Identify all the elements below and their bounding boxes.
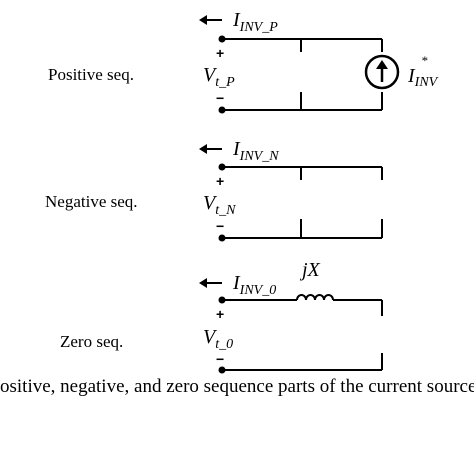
source-current-label: IINV [407, 65, 439, 90]
terminal-dot [218, 35, 226, 43]
plus-sign: + [216, 173, 224, 189]
plus-sign: + [216, 306, 224, 322]
current-source-icon [364, 54, 400, 90]
plus-sign: + [216, 45, 224, 61]
zero-voltage-label: Vt_0 [203, 326, 233, 352]
terminal-dot [218, 366, 226, 374]
current-arrow-icon [199, 278, 222, 288]
minus-sign: − [216, 351, 224, 367]
terminal-dot [218, 296, 226, 304]
zero-current-label: IINV_0 [232, 272, 276, 298]
positive-current-label: IINV_P [232, 9, 278, 35]
minus-sign: − [216, 218, 224, 234]
negative-voltage-label: Vt_N [203, 192, 236, 218]
terminal-dot [218, 106, 226, 114]
current-arrow-icon [199, 144, 222, 154]
minus-sign: − [216, 90, 224, 106]
negative-current-label: IINV_N [232, 138, 279, 164]
positive-voltage-label: Vt_P [203, 64, 235, 90]
reactance-label: jX [299, 259, 321, 281]
current-arrow-icon [199, 15, 222, 25]
negative-seq-label: Negative seq. [45, 192, 138, 211]
terminal-dot [218, 234, 226, 242]
positive-seq-label: Positive seq. [48, 65, 134, 84]
negative-sequence-circuit: Negative seq. IINV_N + Vt_N − [45, 138, 383, 242]
inductor-coil-icon [296, 294, 334, 301]
zero-sequence-circuit: Zero seq. IINV_0 jX + Vt_0 − [60, 259, 383, 374]
zero-seq-label: Zero seq. [60, 332, 123, 351]
positive-sequence-circuit: Positive seq. IINV_P + Vt_P − [48, 9, 439, 114]
source-conjugate-star: * [421, 53, 428, 68]
terminal-dot [218, 163, 226, 171]
figure-caption: ositive, negative, and zero sequence par… [0, 376, 474, 397]
